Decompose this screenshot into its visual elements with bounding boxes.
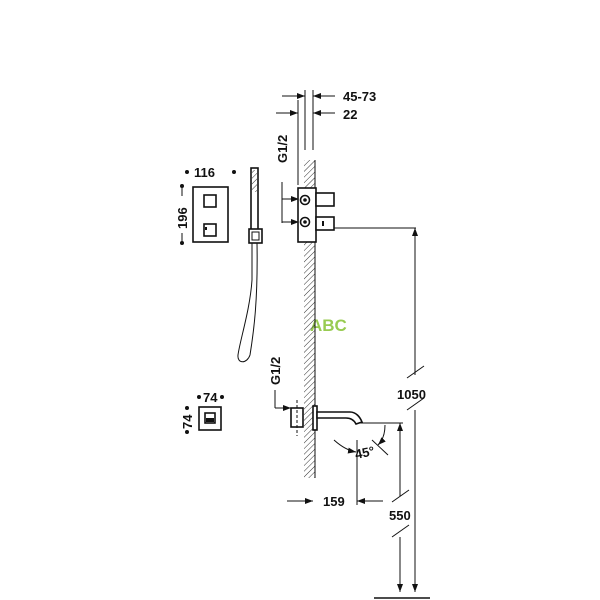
valve-height-dimension: 1050 [397, 228, 426, 592]
thread-top-label: G1/2 [275, 135, 290, 163]
dim-196: 196 [175, 207, 190, 229]
dim-45-73: 45-73 [343, 89, 376, 104]
diverter-plate: 74 74 [180, 390, 224, 434]
watermark-logo: ABC [310, 316, 347, 335]
thermostatic-valve-body [297, 187, 416, 243]
dim-550: 550 [389, 508, 411, 523]
thread-bottom-label: G1/2 [268, 357, 283, 385]
wall-section [304, 160, 315, 478]
spout-projection-dimension: 159 [287, 494, 383, 509]
bath-spout [290, 400, 403, 436]
dim-74-width: 74 [203, 390, 218, 405]
spout-angle-dimension: 45° [333, 424, 389, 505]
dim-74-height: 74 [180, 414, 195, 429]
thread-top-callout: G1/2 [275, 135, 299, 225]
spout-height-dimension: 550 [389, 423, 411, 592]
thread-bottom-callout: G1/2 [268, 357, 291, 411]
hand-shower [237, 167, 263, 363]
dim-45-degrees: 45° [354, 443, 376, 462]
dim-22: 22 [343, 107, 357, 122]
dim-116: 116 [194, 165, 215, 180]
wall-depth-dimension: 45-73 22 [276, 89, 376, 185]
dim-159: 159 [323, 494, 345, 509]
escutcheon-plate: 116 196 [175, 165, 236, 245]
dim-1050: 1050 [397, 387, 426, 402]
